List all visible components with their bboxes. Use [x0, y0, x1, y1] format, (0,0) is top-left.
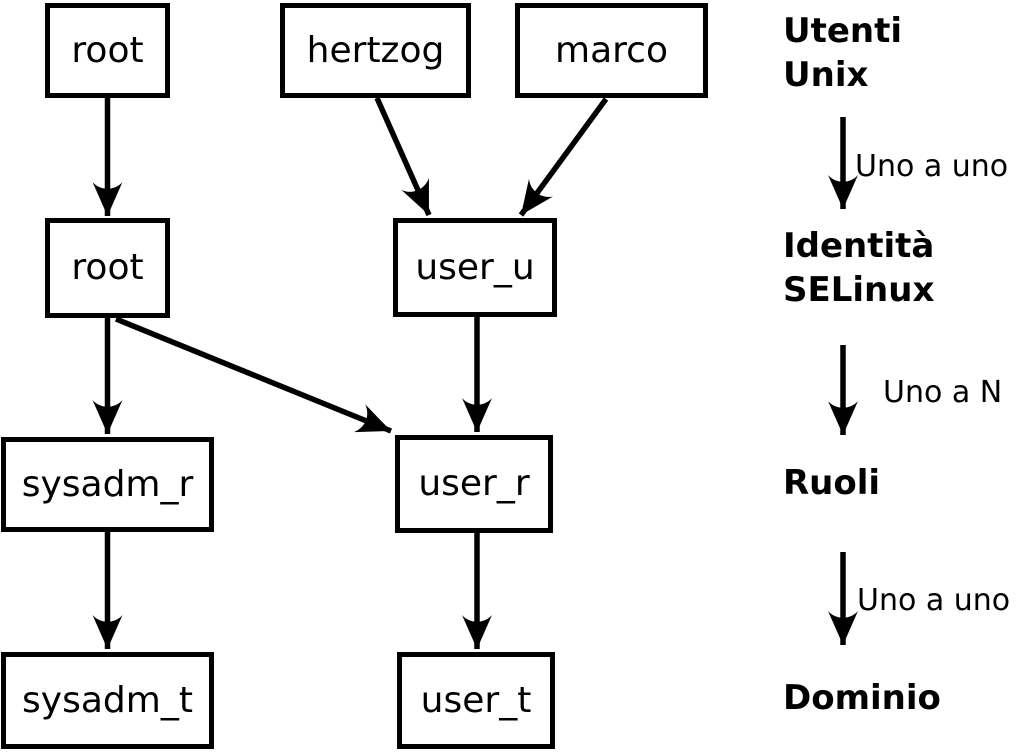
node-unix-root: root: [45, 3, 170, 98]
legend-title-line: Utenti: [783, 11, 903, 51]
edge-marco-to-useru-arrow: [518, 97, 609, 217]
legend-label-uno-a-n: Uno a N: [883, 375, 1003, 410]
legend-title-line: Unix: [783, 55, 869, 95]
legend-title-dominio: Dominio: [783, 676, 941, 720]
node-selinux-user-u: user_u: [393, 218, 557, 317]
legend-title-line: Ruoli: [783, 463, 881, 503]
legend-title-utenti-unix: Utenti Unix: [783, 9, 902, 97]
legend-label-uno-a-uno-2: Uno a uno: [857, 583, 1011, 618]
edge-selinuxroot-to-userr-arrow: [114, 316, 393, 434]
legend-title-line: Identità: [783, 226, 935, 266]
node-selinux-root: root: [45, 218, 170, 318]
node-unix-hertzog: hertzog: [280, 3, 471, 98]
legend-title-identita-selinux: Identità SELinux: [783, 224, 934, 312]
legend-title-line: Dominio: [783, 678, 941, 718]
legend-label-uno-a-uno-1: Uno a uno: [855, 149, 1009, 184]
legend-title-line: SELinux: [783, 270, 935, 310]
node-unix-marco: marco: [515, 3, 708, 98]
node-role-sysadm-r: sysadm_r: [1, 437, 214, 532]
legend-title-ruoli: Ruoli: [783, 461, 880, 505]
node-role-user-r: user_r: [395, 435, 553, 533]
node-domain-user-t: user_t: [397, 652, 555, 749]
edge-hertzog-to-useru-arrow: [374, 96, 432, 217]
node-domain-sysadm-t: sysadm_t: [1, 652, 214, 749]
